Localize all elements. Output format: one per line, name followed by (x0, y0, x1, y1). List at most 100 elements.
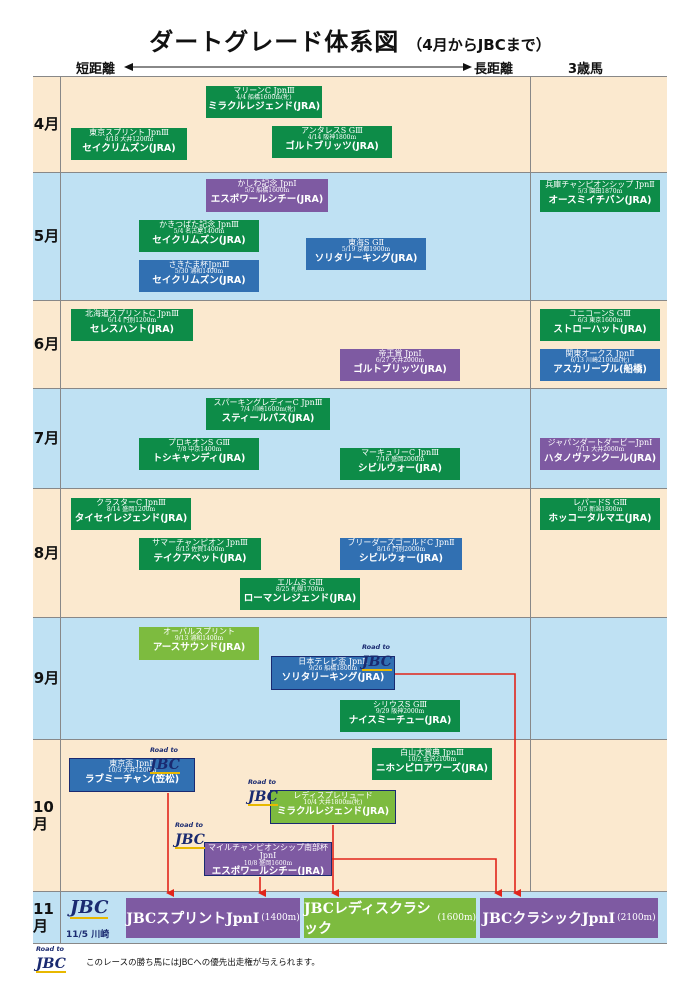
race-info: 4/14 阪神1800m (307, 134, 357, 142)
road-to-text: Road to (248, 778, 277, 786)
jbc-mark-text: JBC (362, 653, 392, 671)
race-winner: セイクリムズン(JRA) (152, 234, 246, 246)
month-november: 11月 (33, 899, 54, 935)
month-july: 7月 (33, 429, 60, 448)
race-winner: アースサウンド(JRA) (152, 641, 246, 653)
race-name: かきつばた記念 JpnⅢ (159, 220, 239, 229)
road-to-text: Road to (36, 945, 65, 953)
jbc-mark-text: JBC (248, 788, 278, 806)
race-winner: アスカリーブル(船橋) (553, 363, 647, 375)
race-info: 5/30 浦和1400m (174, 268, 224, 276)
jbc-classic-distance: (2100m) (617, 913, 656, 923)
race-info: 4/4 船橋1600m(牝) (236, 94, 292, 102)
race-info: 5/2 船橋1600m (244, 187, 290, 195)
race-winner: ホッコータルマエ(JRA) (548, 512, 652, 524)
month-september: 9月 (33, 669, 60, 688)
road-to-jbc-logo: Road to JBC (362, 644, 392, 671)
race-winner: トシキャンディ(JRA) (152, 452, 246, 464)
page-title-block: ダートグレード体系図 （4月からJBCまで） (0, 22, 700, 57)
three-year-separator (530, 76, 531, 892)
race-winner: ストローハット(JRA) (553, 323, 647, 335)
race-info: 10/4 大井1800m(牝) (303, 799, 363, 807)
race-name: レディスプレリュード (293, 791, 373, 800)
race-info: 5/3 園田1870m (577, 188, 623, 196)
race-winner: ニホンピロアワーズ(JRA) (376, 762, 488, 774)
month-label-october: 10月 (33, 740, 61, 892)
jbc-mark-text: JBC (36, 955, 66, 973)
race-info: 9/13 浦和1400m (174, 635, 224, 643)
arrow-nittere-to-classic (395, 673, 521, 897)
month-label-august: 8月 (33, 489, 61, 618)
road-to-jbc-logo: Road to JBC (175, 822, 205, 849)
road-to-text: Road to (362, 643, 391, 651)
race-info: 9/29 阪神2000m (375, 708, 425, 716)
race-info: 10/8 盛岡1600m (243, 859, 293, 867)
race-info: 8/14 盛岡1200m (106, 506, 156, 514)
race-name: クラスターC JpnⅢ (96, 498, 166, 507)
race-winner: ソリタリーキング(JRA) (281, 671, 385, 683)
race-winner: セレスハント(JRA) (90, 323, 174, 335)
race-info: 5/19 京都1900m (341, 246, 391, 254)
jbc-mark-text: JBC (175, 831, 205, 849)
race-name: ジャパンダートダービーJpnⅠ (547, 438, 653, 447)
month-august: 8月 (33, 543, 60, 562)
race-name: 帝王賞 JpnⅠ (378, 349, 422, 358)
race-info: 7/8 中京1400m (176, 446, 222, 454)
distance-arrow (124, 63, 472, 71)
race-winner: ハタノヴァンクール(JRA) (543, 452, 657, 464)
race-info: 7/11 大井2000m (575, 446, 625, 454)
race-name: プロキオンS GⅢ (167, 438, 231, 447)
month-label-may: 5月 (33, 173, 61, 301)
jbc-classic-box: JBCクラシックJpnⅠ(2100m) (480, 898, 658, 938)
race-info: 7/4 川崎1600m(牝) (240, 406, 296, 414)
race-name: エルムS GⅢ (277, 578, 323, 587)
race-info: 8/5 新潟1800m (577, 506, 623, 514)
page-subtitle: （4月からJBCまで） (407, 36, 551, 54)
header-short-distance: 短距離 (76, 62, 116, 77)
month-june: 6月 (33, 335, 60, 354)
race-winner: シビルウォー(JRA) (359, 552, 443, 564)
jbc-mark-text: JBC (70, 897, 109, 919)
race-info: 5/4 名古屋1400m (173, 228, 225, 236)
race-name: さきたま杯JpnⅢ (168, 260, 230, 269)
jbc-venue: 11/5 川崎 (66, 930, 110, 940)
page-title: ダートグレード体系図 (149, 28, 400, 56)
jbc-ladies-classic-box: JBCレディスクラシック(1600m) (304, 898, 476, 938)
race-info: 10/3 大井1200m (107, 767, 157, 775)
month-october: 10月 (33, 797, 54, 833)
race-winner: ラブミーチャン(笠松) (84, 773, 180, 785)
race-name: マイルチャンピオンシップ南部杯 JpnⅠ (208, 843, 328, 861)
race-winner: ゴルトブリッツ(JRA) (285, 140, 379, 152)
road-to-text: Road to (175, 821, 204, 829)
header-three-year: 3歳馬 (568, 62, 604, 77)
race-winner: セイクリムズン(JRA) (82, 142, 176, 154)
month-label-november: 11月 (33, 892, 61, 944)
race-name: マーキュリーC JpnⅢ (361, 448, 439, 457)
race-winner: エスポワールシチー(JRA) (211, 866, 325, 876)
race-info: 8/15 佐賀1400m (175, 546, 225, 554)
race-info: 6/13 川崎2100m(牝) (570, 357, 630, 365)
race-name: ブリーダーズゴールドC JpnⅡ (347, 538, 455, 547)
race-winner: シビルウォー(JRA) (358, 462, 442, 474)
month-label-june: 6月 (33, 301, 61, 389)
race-winner: ゴルトブリッツ(JRA) (353, 363, 447, 375)
race-winner: スティールパス(JRA) (221, 412, 315, 424)
race-name: スパーキングレディーC JpnⅢ (213, 398, 323, 407)
race-winner: オースミイチバン(JRA) (548, 194, 652, 206)
race-winner: ローマンレジェンド(JRA) (243, 592, 357, 604)
